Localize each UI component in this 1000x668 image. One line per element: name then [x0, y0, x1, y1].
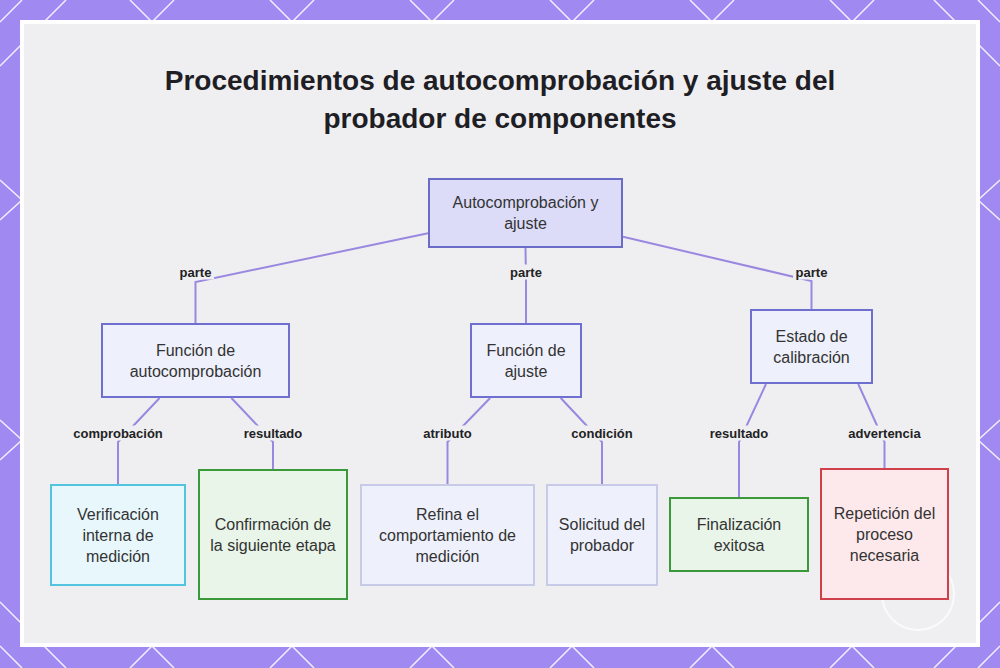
leaf-box: Solicitud del probador — [546, 484, 658, 586]
connector-line — [196, 233, 429, 323]
root-box: Autocomprobación y ajuste — [428, 178, 623, 248]
edge-label: advertencia — [845, 426, 923, 441]
branch-box: Función de ajuste — [470, 323, 582, 398]
connector-line — [525, 248, 527, 323]
connector-line — [448, 398, 491, 484]
node-text: Finalización exitosa — [679, 514, 799, 556]
node-text: Autocomprobación y ajuste — [438, 192, 613, 234]
connector-line — [623, 237, 812, 309]
connector-line — [561, 398, 602, 484]
leaf-box: Refina el comportamiento de medición — [360, 484, 535, 586]
edge-label: comprobación — [70, 426, 166, 441]
warning-box: Repetición del proceso necesaria — [820, 468, 949, 600]
node-text: Función de ajuste — [480, 340, 572, 382]
edge-label: parte — [793, 265, 831, 280]
node-text: Refina el comportamiento de medición — [370, 504, 525, 567]
edge-label: resultado — [241, 426, 306, 441]
node-text: Repetición del proceso necesaria — [830, 503, 939, 566]
edge-label: resultado — [707, 426, 772, 441]
node-text: Función de autocomprobación — [111, 340, 280, 382]
diagram-title: Procedimientos de autocomprobación y aju… — [150, 62, 850, 138]
edge-label: parte — [507, 265, 545, 280]
edge-label: condición — [568, 426, 635, 441]
edge-label: parte — [177, 265, 215, 280]
node-text: Confirmación de la siguiente etapa — [208, 514, 338, 556]
edge-label: atributo — [420, 426, 474, 441]
leaf-box: Verificación interna de medición — [50, 484, 186, 586]
node-text: Solicitud del probador — [556, 514, 648, 556]
branch-box: Función de autocomprobación — [101, 323, 290, 398]
branch-box: Estado de calibración — [750, 309, 873, 384]
node-text: Estado de calibración — [760, 326, 863, 368]
result-box: Confirmación de la siguiente etapa — [198, 469, 348, 600]
result-box: Finalización exitosa — [669, 497, 809, 572]
connector-line — [118, 398, 160, 484]
node-text: Verificación interna de medición — [60, 504, 176, 567]
connector-line — [739, 384, 766, 497]
